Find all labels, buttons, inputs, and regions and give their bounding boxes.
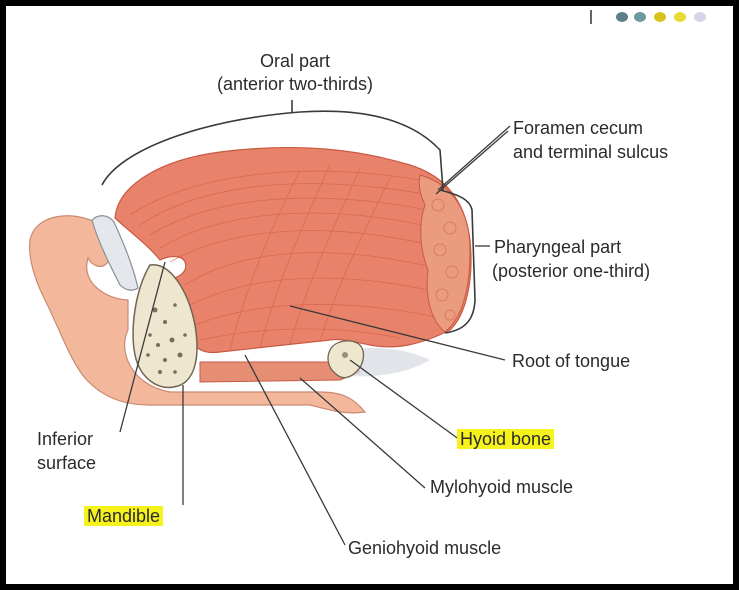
label-pharyngeal-sub: (posterior one-third) <box>492 260 650 282</box>
label-pharyngeal-part: Pharyngeal part <box>494 236 621 258</box>
label-terminal-sulcus: and terminal sulcus <box>513 141 668 163</box>
label-surface: surface <box>37 452 96 474</box>
dot-5 <box>694 12 706 22</box>
label-foramen-cecum: Foramen cecum <box>513 117 643 139</box>
slide-dots <box>594 12 724 22</box>
label-mandible: Mandible <box>84 505 163 527</box>
label-oral-part: Oral part <box>200 50 390 72</box>
dot-3 <box>654 12 666 22</box>
label-root-of-tongue: Root of tongue <box>512 350 630 372</box>
label-geniohyoid-muscle: Geniohyoid muscle <box>348 537 501 559</box>
dot-2 <box>634 12 646 22</box>
dot-1 <box>616 12 628 22</box>
label-hyoid-bone: Hyoid bone <box>457 428 554 450</box>
hyoid-highlight: Hyoid bone <box>457 429 554 449</box>
label-oral-part-sub: (anterior two-thirds) <box>170 73 420 95</box>
label-inferior: Inferior <box>37 428 93 450</box>
label-mylohyoid-muscle: Mylohyoid muscle <box>430 476 573 498</box>
mandible-highlight: Mandible <box>84 506 163 526</box>
dot-4 <box>674 12 686 22</box>
